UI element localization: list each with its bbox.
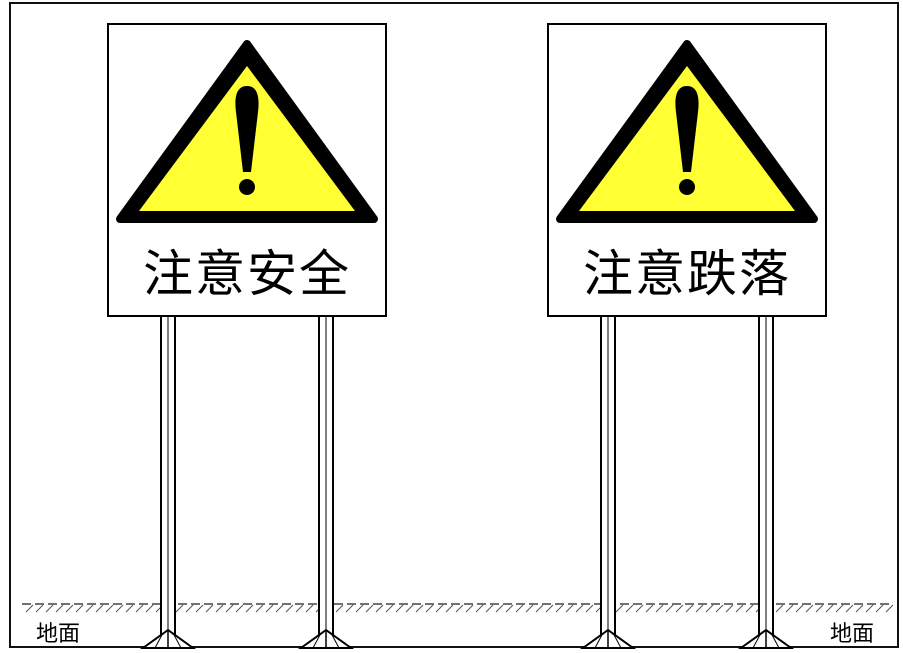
ground-hatch (25, 604, 34, 613)
ground-hatch (815, 604, 824, 613)
ground-hatch (345, 604, 354, 613)
ground-hatch (385, 604, 394, 613)
ground-hatch (735, 604, 744, 613)
ground-hatch (495, 604, 504, 613)
ground-hatch (475, 604, 484, 613)
ground-hatch (695, 604, 704, 613)
ground-hatch (45, 604, 54, 613)
ground-hatch (775, 604, 784, 613)
ground-hatch (625, 604, 634, 613)
ground-hatch (795, 604, 804, 613)
ground-hatch (745, 604, 754, 613)
ground-hatch (665, 604, 674, 613)
ground-label-right: 地面 (830, 622, 875, 647)
ground-hatch (285, 604, 294, 613)
ground-hatch (115, 604, 124, 613)
ground-hatch (215, 604, 224, 613)
ground-hatch (835, 604, 844, 613)
ground-hatch (545, 604, 554, 613)
ground-hatch (725, 604, 734, 613)
ground-hatch (425, 604, 434, 613)
ground-hatch (555, 604, 564, 613)
ground-hatch (785, 604, 794, 613)
ground-hatch (485, 604, 494, 613)
ground-hatch (375, 604, 384, 613)
ground-hatch (245, 604, 254, 613)
ground-hatch (235, 604, 244, 613)
sign-right-text: 注意跌落 (583, 245, 791, 303)
ground-hatch (865, 604, 874, 613)
sign-right (547, 23, 827, 649)
ground-hatch (185, 604, 194, 613)
ground-hatch (875, 604, 884, 613)
ground-hatch (565, 604, 574, 613)
ground-hatch (405, 604, 414, 613)
ground-hatch (355, 604, 364, 613)
ground-hatch (845, 604, 854, 613)
ground-hatch (125, 604, 134, 613)
ground-hatch (135, 604, 144, 613)
ground-hatch (205, 604, 214, 613)
ground-hatch (615, 604, 624, 613)
ground-hatch (465, 604, 474, 613)
sign-left (107, 23, 387, 649)
ground-hatch (255, 604, 264, 613)
ground-hatch (175, 604, 184, 613)
ground-hatch (145, 604, 154, 613)
ground-hatch (365, 604, 374, 613)
ground-hatch (705, 604, 714, 613)
ground-hatch (75, 604, 84, 613)
ground-hatch (275, 604, 284, 613)
ground-hatch (655, 604, 664, 613)
ground-hatch (885, 604, 894, 613)
ground-hatch (855, 604, 864, 613)
ground-hatch (105, 604, 114, 613)
ground-hatch (415, 604, 424, 613)
exclamation-icon (235, 86, 259, 172)
ground-hatch (645, 604, 654, 613)
ground-hatch (575, 604, 584, 613)
ground-hatch (715, 604, 724, 613)
ground-hatch (585, 604, 594, 613)
ground-hatch (55, 604, 64, 613)
ground-hatch (95, 604, 104, 613)
ground-hatch (635, 604, 644, 613)
ground-hatch (35, 604, 44, 613)
ground-hatch (335, 604, 344, 613)
diagram-frame (9, 2, 899, 648)
sign-left-text: 注意安全 (143, 245, 351, 303)
ground-label-left: 地面 (36, 622, 81, 647)
ground-hatch (805, 604, 814, 613)
ground-hatch (675, 604, 684, 613)
ground-hatch (435, 604, 444, 613)
ground-hatch (505, 604, 514, 613)
ground-hatch (515, 604, 524, 613)
ground-hatch (195, 604, 204, 613)
ground-hatch (685, 604, 694, 613)
ground-hatch (305, 604, 314, 613)
ground-hatch (85, 604, 94, 613)
exclamation-icon (675, 86, 699, 172)
ground-hatch (225, 604, 234, 613)
ground-hatch (535, 604, 544, 613)
ground-hatch (445, 604, 454, 613)
ground-hatch (825, 604, 834, 613)
ground-hatch (455, 604, 464, 613)
ground-hatch (525, 604, 534, 613)
ground-hatch (395, 604, 404, 613)
ground-hatch (65, 604, 74, 613)
ground-hatch (295, 604, 304, 613)
ground-hatch (265, 604, 274, 613)
